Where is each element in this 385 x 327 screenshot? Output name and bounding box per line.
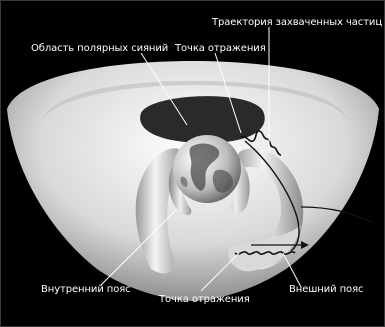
label-mirror-point-bottom: Точка отражения xyxy=(159,294,250,306)
label-mirror-point-top: Точка отражения xyxy=(175,43,266,55)
label-inner-belt: Внутренний пояс xyxy=(41,284,131,296)
earth-globe-icon xyxy=(173,135,241,203)
label-aurora-region: Область полярных сияний xyxy=(31,43,168,55)
label-outer-belt: Внешний пояс xyxy=(289,284,363,296)
label-trapped-particle-path: Траектория захваченных частиц xyxy=(212,17,382,29)
